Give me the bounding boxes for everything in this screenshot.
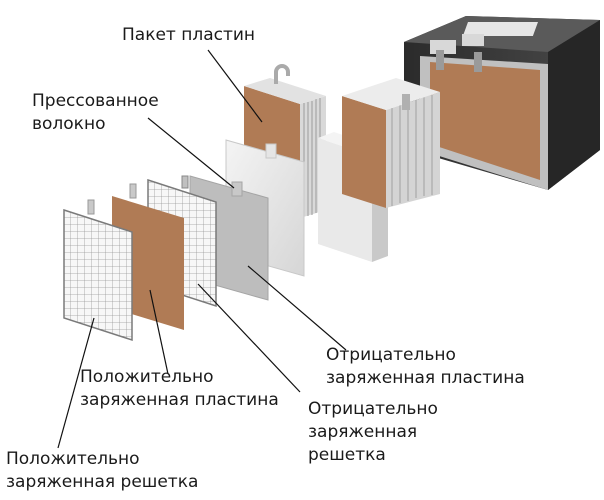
- leader-line-positive-plate: [149, 289, 169, 375]
- label-negative-grid: Отрицательно заряженная решетка: [308, 399, 438, 465]
- leader-line-negative-grid: [197, 283, 301, 393]
- label-pressed-fiber: Прессованное волокно: [32, 91, 159, 134]
- leader-line-positive-grid: [57, 317, 95, 449]
- positive-grid: [63, 199, 133, 342]
- positive-plate-group: [342, 78, 440, 208]
- label-positive-grid: Положительно заряженная решетка: [6, 449, 199, 492]
- label-plate-pack: Пакет пластин: [122, 25, 256, 45]
- label-positive-plate: Положительно заряженная пластина: [80, 367, 279, 410]
- battery-case: [404, 16, 600, 190]
- battery-terminals: [436, 50, 482, 72]
- leader-line-pack: [207, 49, 263, 123]
- leader-line-fiber: [147, 117, 235, 189]
- leader-line-negative-plate: [247, 265, 347, 351]
- label-negative-plate: Отрицательно заряженная пластина: [326, 345, 525, 388]
